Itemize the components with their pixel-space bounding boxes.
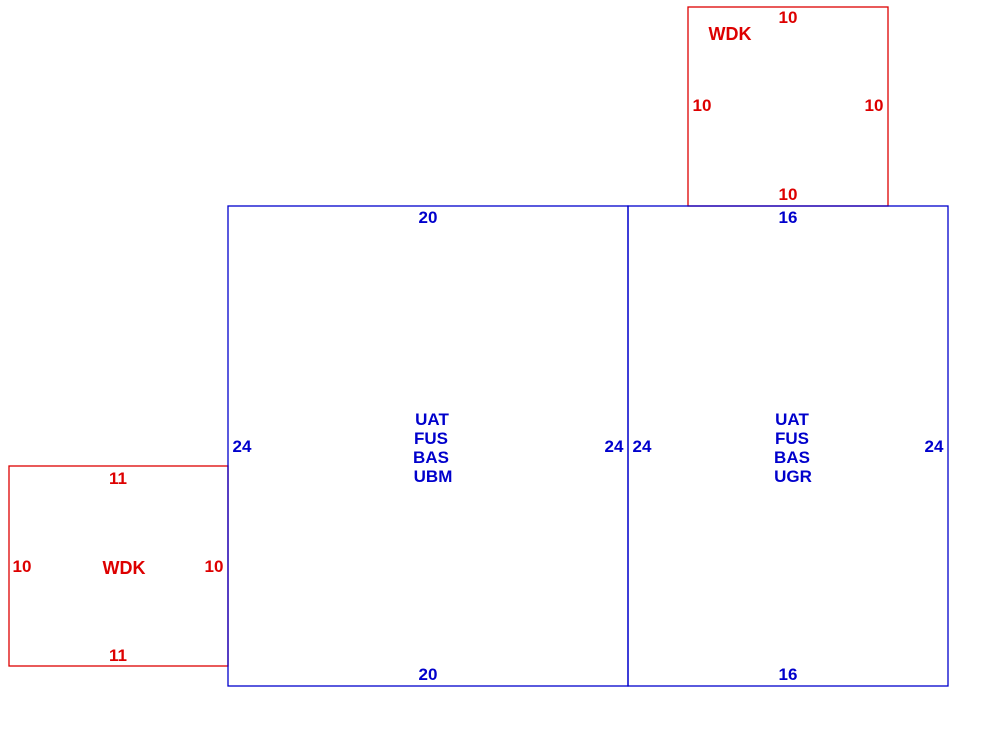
top-deck-right-dimension: 10 [865,96,884,115]
right-main-bottom-dimension: 16 [779,665,798,684]
top-deck-top-dimension: 10 [779,8,798,27]
left-deck-label: WDK [103,558,146,578]
right-main-left-dimension: 24 [633,437,652,456]
top-deck-bottom-dimension: 10 [779,185,798,204]
left-main-right-dimension: 24 [605,437,624,456]
right-main-right-dimension: 24 [925,437,944,456]
left-main-top-dimension: 20 [419,208,438,227]
right-main-top-dimension: 16 [779,208,798,227]
right-main-code: UAT [775,410,809,429]
right-main-area: 16 16 24 24 UAT FUS BAS UGR [627,205,949,687]
left-deck-right-dimension: 10 [205,557,224,576]
top-deck-left-dimension: 10 [693,96,712,115]
left-main-code: FUS [414,429,448,448]
left-deck-left-dimension: 10 [13,557,32,576]
left-main-code: UBM [414,467,453,486]
left-main-bottom-dimension: 20 [419,665,438,684]
top-deck-area: WDK 10 10 10 10 [687,6,889,207]
left-deck-bottom-dimension: 11 [109,646,127,665]
left-main-area: 20 20 24 24 UAT FUS BAS UBM [227,205,629,687]
left-main-code: UAT [415,410,449,429]
left-deck-area: WDK 11 11 10 10 [8,465,229,667]
right-main-outline [627,205,949,687]
left-main-code: BAS [413,448,449,467]
top-deck-label: WDK [709,24,752,44]
left-main-left-dimension: 24 [233,437,252,456]
right-main-code: UGR [774,467,812,486]
right-main-code: FUS [775,429,809,448]
left-deck-top-dimension: 11 [109,469,127,488]
right-main-code: BAS [774,448,810,467]
